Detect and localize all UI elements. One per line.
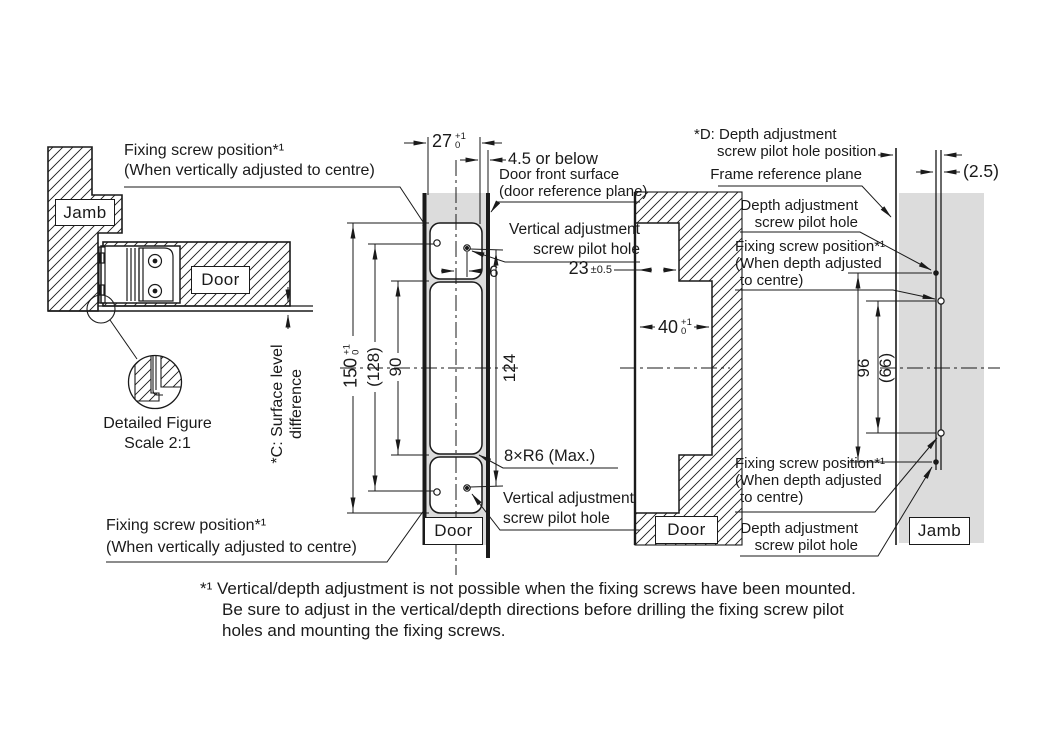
detail-figure-caption: Detailed Figure Scale 2:1 (103, 415, 212, 452)
dim-6: 6 (489, 262, 499, 281)
jamb-right-label: Jamb (909, 517, 970, 545)
door-left-label: Door (191, 266, 250, 294)
door-edge-view (340, 137, 640, 575)
door-section-label: Door (655, 516, 718, 544)
vertical-adjustment-top-label: Vertical adjustment screw pilot hole (509, 221, 640, 258)
dim-90: 90 (386, 357, 405, 377)
jamb-face-view (718, 148, 1000, 557)
dim-2-5: (2.5) (963, 161, 999, 181)
fixing-screw-right-bottom-label: Fixing screw position*¹ (When depth adju… (735, 455, 886, 506)
depth-pilot-hole-position-label: *D: Depth adjustment screw pilot hole po… (694, 126, 877, 160)
radius-note-label: 8×R6 (Max.) (504, 447, 596, 465)
vertical-adjustment-bottom-label: Vertical adjustment screw pilot hole (503, 490, 634, 527)
footnote: *¹ Vertical/depth adjustment is not poss… (200, 579, 856, 640)
jamb-screw-points (933, 270, 945, 465)
hinge-cross-section (98, 246, 174, 304)
left-section-view (47, 146, 433, 563)
jamb-left-label: Jamb (55, 199, 115, 226)
dim-124: 124 (500, 353, 519, 383)
surface-level-difference-label: *C: Surface level difference (269, 344, 305, 464)
depth-adjustment-bottom-label: Depth adjustment screw pilot hole (740, 520, 858, 554)
fixing-screw-position-top-left-label: Fixing screw position*¹ (When vertically… (124, 142, 375, 179)
door-front-surface-label: Door front surface (door reference plane… (499, 166, 648, 200)
fixing-screw-position-bottom-left-label: Fixing screw position*¹ (When vertically… (106, 517, 357, 556)
door-center-label: Door (424, 517, 483, 545)
depth-adjustment-top-label: Depth adjustment screw pilot hole (740, 197, 858, 231)
fixing-screw-right-top-label: Fixing screw position*¹ (When depth adju… (735, 238, 886, 289)
dim-66: (66) (876, 352, 895, 384)
pilot-holes (433, 239, 471, 496)
frame-reference-plane-label: Frame reference plane (710, 166, 862, 183)
dim-96: 96 (854, 358, 873, 378)
dim-4-5-or-below: 4.5 or below (508, 150, 598, 168)
door-section-view (614, 191, 743, 546)
dim-23: 23±0.5 (568, 258, 612, 278)
dim-128: (128) (364, 347, 383, 387)
